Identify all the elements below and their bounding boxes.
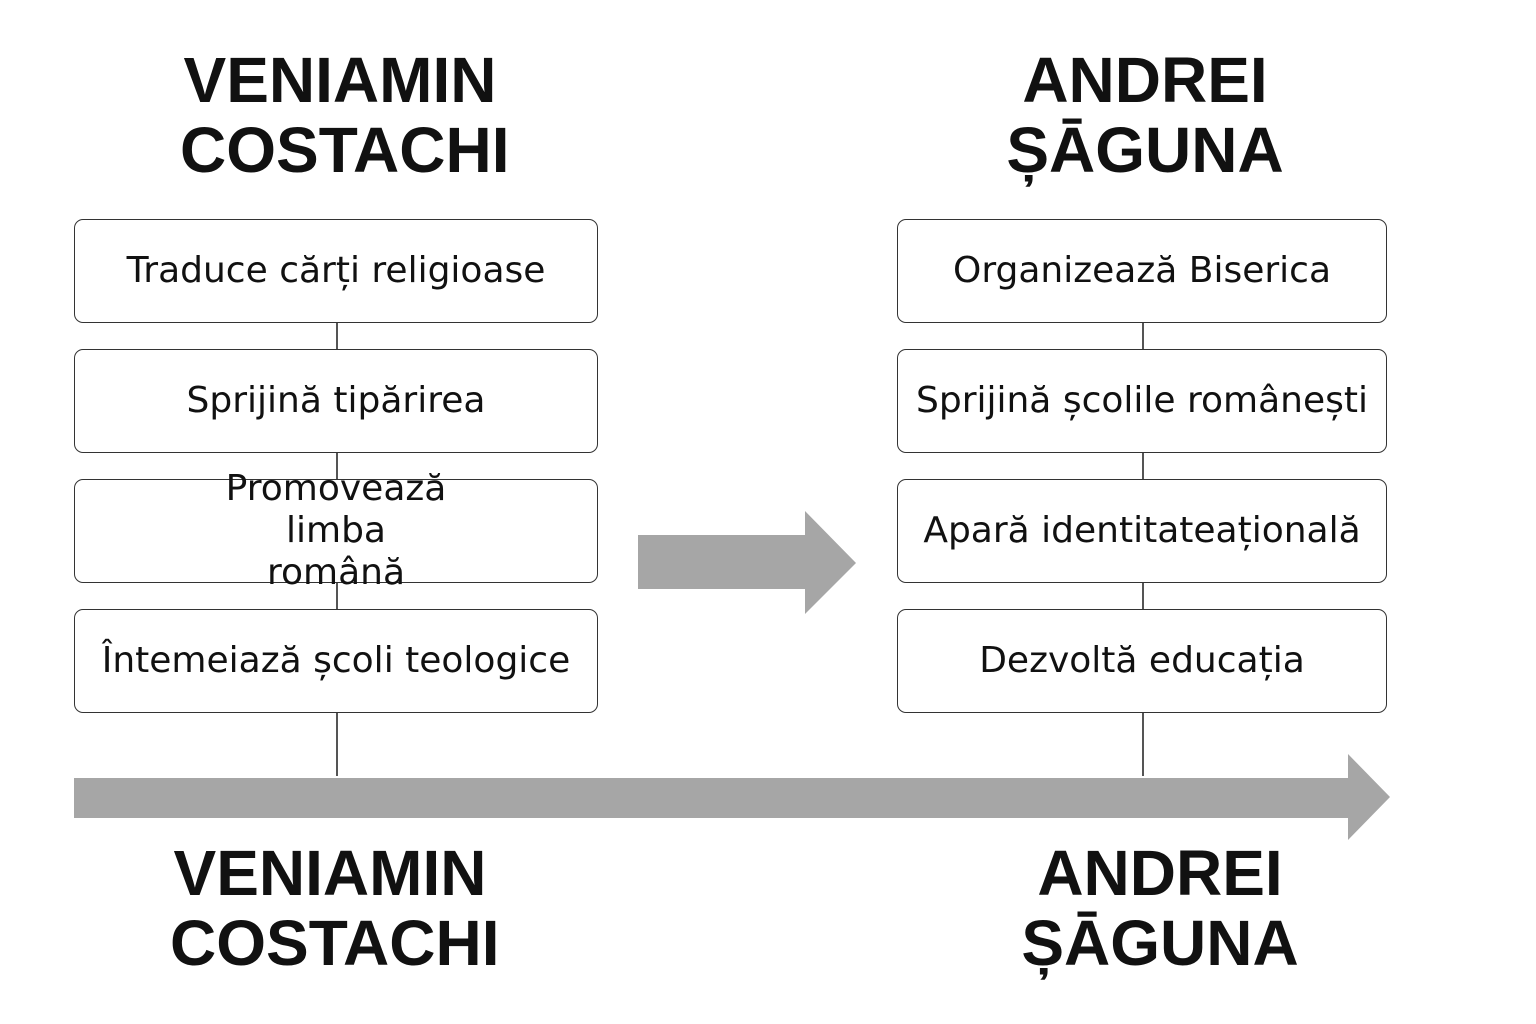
title-line: COSTACHI xyxy=(170,907,500,979)
middle-arrow xyxy=(638,511,856,614)
left-item-box: Traduce cărți religioase xyxy=(74,219,598,323)
top-title-veniamin-costachi: VENIAMIN COSTACHI xyxy=(180,44,510,186)
title-line: VENIAMIN xyxy=(183,44,497,116)
left-item-box: Întemeiază școli teologice xyxy=(74,609,598,713)
title-line: ANDREI xyxy=(1037,837,1283,909)
title-line: VENIAMIN xyxy=(173,837,487,909)
bottom-title-veniamin-costachi: VENIAMIN COSTACHI xyxy=(170,837,500,979)
bottom-title-andrei-saguna: ANDREI ȘĀGUNA xyxy=(1020,838,1300,978)
right-item-box: Organizează Biserica xyxy=(897,219,1387,323)
right-item-box: Dezvoltă educația xyxy=(897,609,1387,713)
right-item-box: Apară identitateațională xyxy=(897,479,1387,583)
timeline-arrow xyxy=(74,754,1390,840)
left-item-box: Promovează limba română xyxy=(74,468,598,593)
right-item-box: Sprijină școlile românești xyxy=(897,349,1387,453)
title-line: ȘĀGUNA xyxy=(1021,907,1299,979)
title-line: ANDREI xyxy=(1022,44,1268,116)
title-line: ȘĀGUNA xyxy=(1006,114,1284,186)
title-line: COSTACHI xyxy=(180,114,510,186)
left-item-box: Sprijină tipărirea xyxy=(74,349,598,453)
top-title-andrei-saguna: ANDREI ȘĀGUNA xyxy=(1000,45,1290,185)
